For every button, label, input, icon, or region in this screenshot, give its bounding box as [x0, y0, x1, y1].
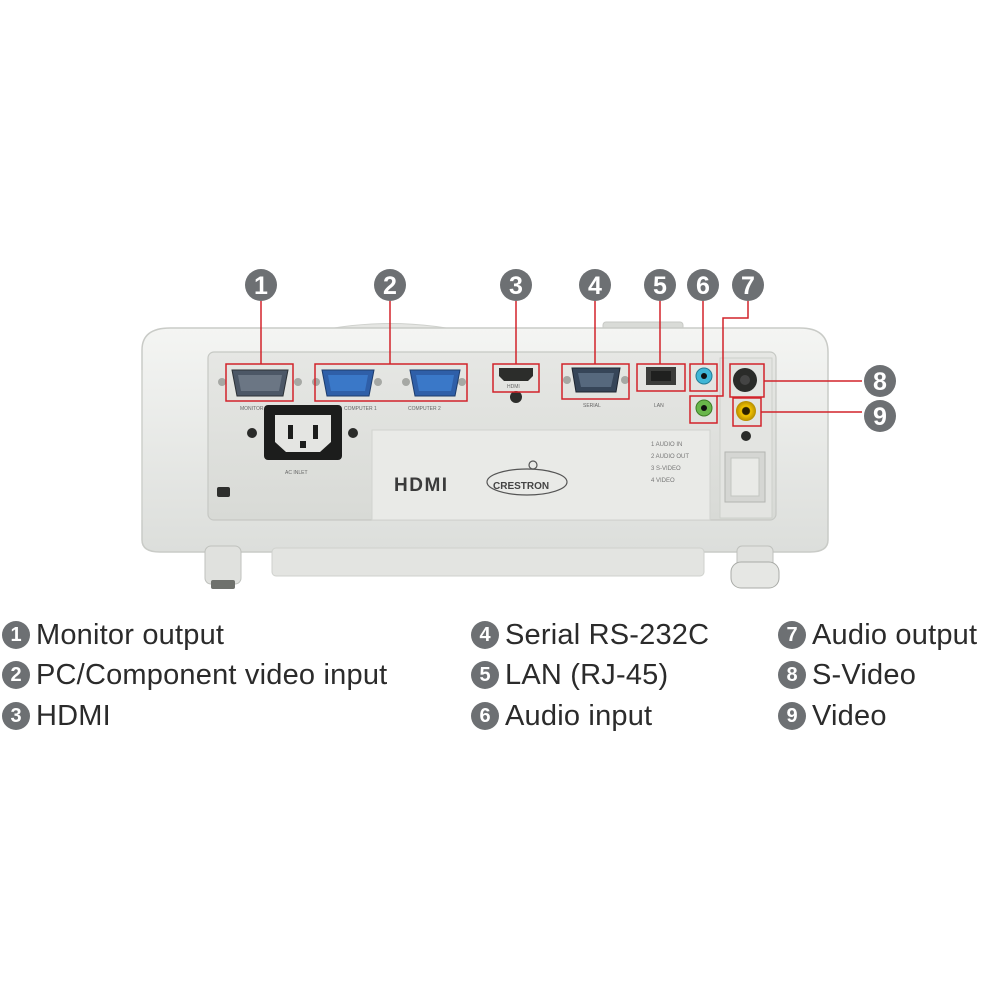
jack-list-item: 3 S-VIDEO: [651, 466, 681, 472]
callout-badge-2: 2: [374, 269, 406, 301]
computer-1-port: COMPUTER 1: [312, 369, 382, 412]
serial-port: SERIAL: [563, 367, 629, 409]
hdmi-port-caption: HDMI: [507, 384, 520, 390]
legend-number: 3: [2, 702, 30, 730]
legend-item-pc-component-input: 2 PC/Component video input: [2, 657, 387, 693]
callout-badge-3: 3: [500, 269, 532, 301]
callout-number: 7: [741, 272, 755, 300]
video-jack: [736, 401, 756, 441]
hdmi-port: HDMI: [499, 368, 533, 403]
callout-badge-5: 5: [644, 269, 676, 301]
callout-badges: 1 2 3 4 5 6 7 8: [245, 269, 896, 432]
legend-label: Audio output: [812, 618, 978, 651]
legend-number: 4: [471, 621, 499, 649]
legend-label: LAN (RJ-45): [505, 658, 669, 691]
legend-item-lan: 5 LAN (RJ-45): [471, 657, 668, 693]
callout-badge-8: 8: [864, 365, 896, 397]
callout-number: 4: [588, 272, 602, 300]
callout-number: 5: [653, 272, 667, 300]
highlight-monitor-out: [225, 363, 294, 402]
callout-badge-6: 6: [687, 269, 719, 301]
callout-leaders: [260, 301, 862, 413]
callout-number: 6: [696, 272, 710, 300]
callout-badge-7: 7: [732, 269, 764, 301]
serial-caption: SERIAL: [583, 403, 601, 409]
ac-inlet: AC INLET: [247, 405, 358, 476]
computer-2-caption: COMPUTER 2: [408, 406, 441, 412]
callout-badge-9: 9: [864, 400, 896, 432]
legend-label: PC/Component video input: [36, 658, 388, 691]
legend-number: 1: [2, 621, 30, 649]
legend-item-audio-output: 7 Audio output: [778, 617, 977, 653]
callout-number: 8: [873, 368, 887, 396]
legend-number: 7: [778, 621, 806, 649]
legend-label: Video: [812, 699, 887, 732]
legend-label: HDMI: [36, 699, 111, 732]
crestron-logo: CRESTRON: [486, 460, 568, 496]
legend-number: 2: [2, 661, 30, 689]
highlight-computer-inputs: [314, 363, 468, 402]
callout-number: 1: [254, 272, 268, 300]
highlight-lan: [636, 363, 686, 392]
computer-1-caption: COMPUTER 1: [344, 406, 377, 412]
jack-list: 1 AUDIO IN 2 AUDIO OUT 3 S-VIDEO 4 VIDEO: [651, 442, 689, 484]
monitor-out-caption: MONITOR OUT: [240, 406, 275, 412]
legend-number: 8: [778, 661, 806, 689]
audio-in-jack: [695, 367, 713, 385]
s-video-jack: [733, 368, 757, 392]
legend-label: Serial RS-232C: [505, 618, 710, 651]
callout-number: 9: [873, 403, 887, 431]
callout-number: 2: [383, 272, 397, 300]
jack-list-item: 4 VIDEO: [651, 478, 675, 484]
legend-item-audio-input: 6 Audio input: [471, 698, 652, 734]
monitor-out-port: MONITOR OUT: [218, 369, 302, 412]
callout-badge-4: 4: [579, 269, 611, 301]
legend-item-s-video: 8 S-Video: [778, 657, 916, 693]
legend-item-monitor-output: 1 Monitor output: [2, 617, 224, 653]
legend-number: 5: [471, 661, 499, 689]
hdmi-logo: HDMI: [394, 475, 449, 496]
lan-caption: LAN: [654, 403, 664, 409]
crestron-logo-text: CRESTRON: [493, 481, 549, 492]
ac-inlet-caption: AC INLET: [285, 470, 308, 476]
legend-number: 9: [778, 702, 806, 730]
power-switch: [724, 451, 766, 503]
front-foot-right: [730, 545, 780, 589]
highlight-audio-out: [689, 395, 718, 424]
computer-2-port: COMPUTER 2: [402, 369, 466, 412]
legend-number: 6: [471, 702, 499, 730]
audio-out-jack: [695, 399, 713, 417]
leader-7: [717, 301, 749, 397]
legend-label: Monitor output: [36, 618, 225, 651]
lan-port: LAN: [646, 367, 676, 409]
jack-list-item: 2 AUDIO OUT: [651, 454, 689, 460]
legend-label: Audio input: [505, 699, 653, 732]
callout-number: 3: [509, 272, 523, 300]
legend-label: S-Video: [812, 658, 917, 691]
legend-item-video: 9 Video: [778, 698, 887, 734]
front-foot-left: [204, 545, 242, 589]
callout-badge-1: 1: [245, 269, 277, 301]
security-slot: [217, 487, 230, 497]
legend-item-hdmi: 3 HDMI: [2, 698, 111, 734]
jack-list-item: 1 AUDIO IN: [651, 442, 682, 448]
legend-item-serial: 4 Serial RS-232C: [471, 617, 709, 653]
